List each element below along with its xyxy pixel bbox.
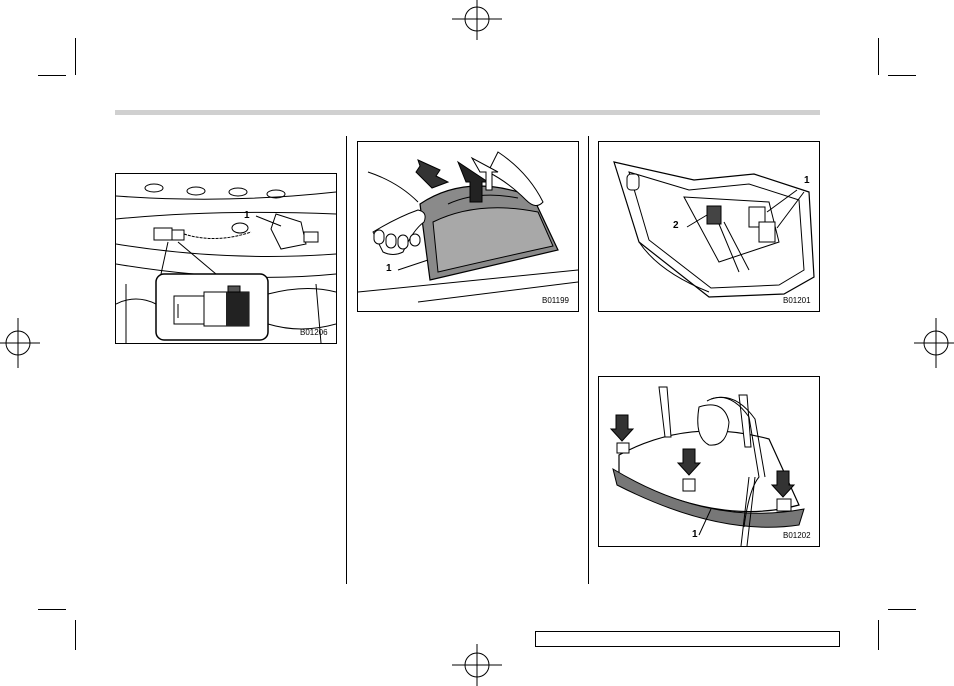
column-divider-1 — [346, 136, 347, 584]
figure-connector: 1 B01206 — [115, 173, 337, 344]
crop-mark-top-right-h — [888, 75, 916, 76]
callout-2: 2 — [673, 220, 679, 231]
crop-mark-bottom-left-v — [75, 620, 76, 650]
crop-mark-top-left-h — [38, 75, 66, 76]
figure-code: B01206 — [300, 328, 328, 337]
crop-mark-bottom-left-h — [38, 609, 66, 610]
lens-clips-illustration — [599, 377, 819, 546]
figure-lens-clips: 1 B01202 — [598, 376, 820, 547]
registration-mark-top — [452, 0, 502, 42]
callout-1: 1 — [386, 263, 392, 274]
registration-mark-left — [0, 318, 40, 368]
crop-mark-bottom-right-h — [888, 609, 916, 610]
figure-code: B01199 — [542, 296, 569, 305]
figure-code: B01201 — [783, 296, 811, 305]
column-divider-2 — [588, 136, 589, 584]
figure-stop-light: 1 B01199 — [357, 141, 579, 312]
crop-mark-top-left-v — [75, 38, 76, 75]
registration-mark-right — [914, 318, 954, 368]
callout-1: 1 — [804, 175, 810, 186]
bulb-housing-illustration — [599, 142, 819, 311]
figure-code: B01202 — [783, 531, 811, 540]
callout-1: 1 — [244, 210, 250, 221]
crop-mark-bottom-right-v — [878, 620, 879, 650]
page-number-box — [535, 631, 840, 647]
connector-illustration — [116, 174, 336, 343]
registration-mark-bottom — [452, 644, 502, 686]
header-bar — [115, 110, 820, 115]
figure-bulb-housing: 1 2 B01201 — [598, 141, 820, 312]
crop-mark-top-right-v — [878, 38, 879, 75]
stop-light-illustration — [358, 142, 578, 311]
callout-1: 1 — [692, 529, 698, 540]
